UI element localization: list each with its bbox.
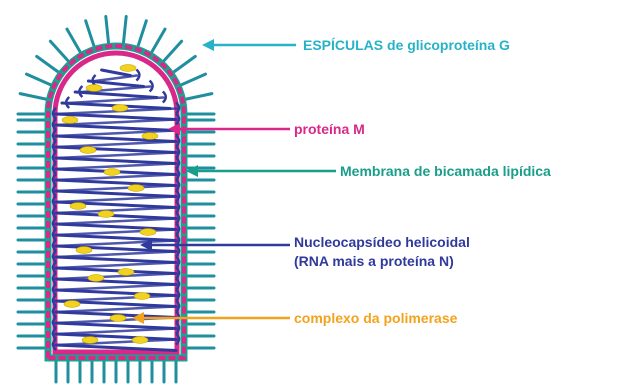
polymerase-dot bbox=[76, 247, 92, 254]
spike bbox=[86, 21, 95, 50]
polymerase-dot bbox=[128, 185, 144, 192]
spike bbox=[106, 17, 109, 47]
polymerase-dot bbox=[98, 211, 114, 218]
polymerase-dot bbox=[134, 293, 150, 300]
polymerase-dot bbox=[112, 105, 128, 112]
spikes-leader bbox=[202, 39, 296, 51]
polymerase-dot bbox=[142, 133, 158, 140]
spike bbox=[162, 41, 182, 63]
protein-m-label: proteína M bbox=[294, 121, 365, 137]
spike bbox=[37, 56, 61, 74]
polymerase-dot bbox=[82, 337, 98, 344]
spike bbox=[183, 94, 212, 100]
polymerase-dot bbox=[118, 269, 134, 276]
spike bbox=[150, 29, 165, 55]
polymerase-dot bbox=[110, 315, 126, 322]
polymerase-dot bbox=[62, 117, 78, 124]
spike bbox=[27, 74, 54, 86]
nucleocapsid-label-line1: Nucleocapsídeo helicoidal bbox=[294, 234, 470, 250]
polymerase-dot bbox=[132, 337, 148, 344]
polymerase-dot bbox=[80, 147, 96, 154]
spikes-label: ESPÍCULAS de glicoproteína G bbox=[303, 37, 510, 53]
spike bbox=[123, 17, 126, 47]
polymerase-dot bbox=[86, 85, 102, 92]
polymerase-dot bbox=[120, 65, 136, 72]
membrane-label: Membrana de bicamada lipídica bbox=[340, 163, 551, 179]
polymerase-dot bbox=[140, 229, 156, 236]
polymerase-dot bbox=[64, 301, 80, 308]
spike bbox=[178, 74, 205, 86]
polymerase-label: complexo da polimerase bbox=[294, 310, 458, 326]
polymerase-dot bbox=[70, 203, 86, 210]
spike bbox=[137, 21, 146, 50]
spike bbox=[20, 94, 49, 100]
polymerase-dot bbox=[88, 275, 104, 282]
spike bbox=[50, 41, 70, 63]
nucleocapsid-label-line2: (RNA mais a proteína N) bbox=[294, 253, 454, 269]
spike bbox=[67, 29, 82, 55]
polymerase-dot bbox=[104, 169, 120, 176]
spike bbox=[171, 56, 195, 74]
